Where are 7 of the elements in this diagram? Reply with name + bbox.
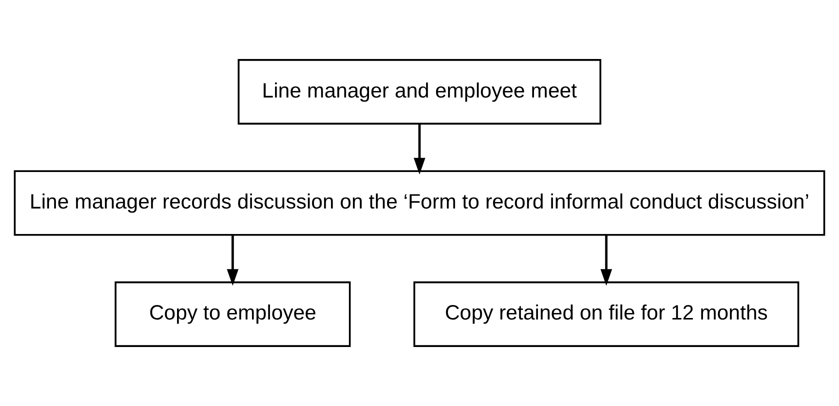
node-box: Copy retained on file for 12 months (413, 281, 800, 347)
arrow (600, 235, 612, 286)
arrow (226, 235, 239, 286)
node-box: Copy to employee (114, 281, 351, 347)
arrow (414, 124, 426, 174)
node-box: Line manager records discussion on the ‘Form to record informal conduct discussion’ (14, 170, 826, 236)
node-box: Line manager and employee meet (238, 59, 602, 125)
